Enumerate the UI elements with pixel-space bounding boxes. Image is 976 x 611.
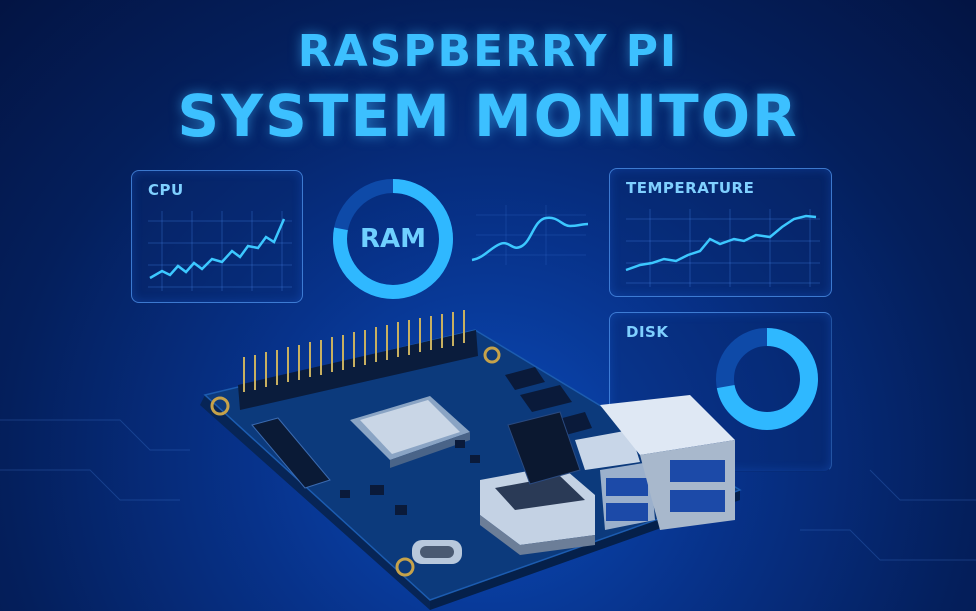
circuit-traces <box>0 419 976 561</box>
temperature-graph <box>625 209 820 287</box>
ic-chip <box>505 367 545 390</box>
disk-usage-arc <box>716 328 818 430</box>
temperature-label: TEMPERATURE <box>626 179 755 197</box>
network-line <box>471 216 589 262</box>
network-graph <box>471 205 589 265</box>
ram-label: RAM <box>359 224 426 254</box>
temperature-panel: TEMPERATURE <box>609 168 832 297</box>
ram-donut <box>333 179 453 299</box>
soc-chip <box>350 396 470 468</box>
usb-c-port <box>412 540 462 564</box>
ram-usage-arc <box>333 179 453 299</box>
disk-label: DISK <box>626 323 669 341</box>
cpu-graph <box>148 211 292 291</box>
gpio-header <box>238 310 478 410</box>
cpu-label: CPU <box>148 181 184 199</box>
cpu-line <box>149 218 286 280</box>
title-line-2: SYSTEM MONITOR <box>177 82 799 150</box>
title-line-1: RASPBERRY PI <box>297 26 679 77</box>
display-connector <box>251 417 331 489</box>
ram-widget: RAM <box>328 174 458 304</box>
ethernet-port <box>600 395 735 530</box>
mounting-holes <box>210 346 501 577</box>
board-body <box>205 330 740 600</box>
ic-chip <box>520 385 572 412</box>
usb3-ports <box>575 430 655 530</box>
camera-connector <box>507 411 581 485</box>
temperature-line <box>625 214 817 272</box>
hdmi-port <box>480 465 595 555</box>
disk-donut <box>716 328 818 430</box>
cpu-panel: CPU <box>131 170 303 303</box>
